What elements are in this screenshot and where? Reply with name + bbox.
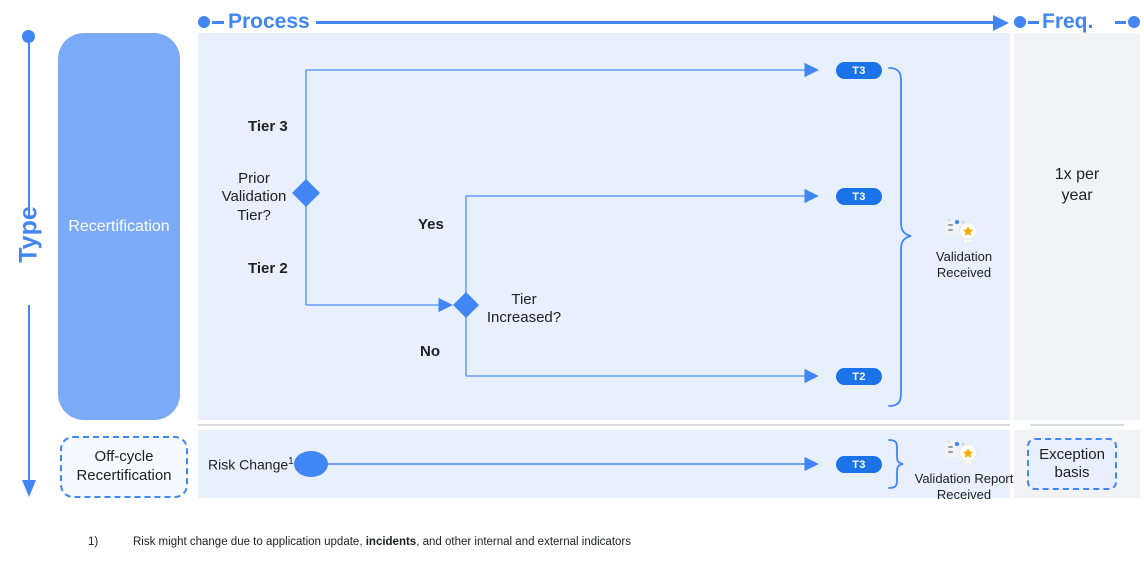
process-header-line: [316, 21, 996, 24]
freq-main-line1: 1x per: [1054, 166, 1100, 183]
footnote-text-after: , and other internal and external indica…: [416, 536, 632, 548]
decision-label-tier-increased: Tier Increased?: [476, 291, 572, 328]
branch-label-tier2: Tier 2: [248, 260, 288, 277]
outcome-validation-report-received: Validation Report Received: [894, 438, 1034, 504]
freq-header-label: Freq.: [1042, 10, 1094, 33]
tier-badge-t3-offcycle[interactable]: T3: [836, 456, 882, 473]
award-badge-icon: [945, 440, 977, 467]
risk-change-footnote-marker: 1: [288, 456, 294, 467]
decision-label-prior-validation-tier: Prior Validation Tier?: [214, 170, 294, 225]
branch-label-tier3: Tier 3: [248, 118, 288, 135]
outcome-off-line2: Received: [936, 487, 992, 503]
outcome-off-text: Validation Report Received: [894, 471, 1034, 504]
process-header-dash: [212, 21, 224, 24]
branch-label-yes: Yes: [418, 216, 444, 233]
type-recertification-pill[interactable]: Recertification: [58, 33, 180, 420]
freq-header-dot-right: [1128, 16, 1140, 28]
axis-line-lower: [28, 305, 30, 485]
axis-line-upper: [28, 42, 30, 217]
freq-axis-header: Freq.: [1014, 10, 1140, 34]
outcome-main-line2: Received: [936, 265, 992, 281]
prior-line2: Validation: [221, 188, 287, 206]
exception-line1: Exception: [1039, 445, 1105, 463]
offcycle-start-label: Risk Change1: [208, 456, 294, 473]
award-badge-icon: [945, 218, 977, 245]
recertification-process-panel: [198, 33, 1010, 420]
offcycle-process-panel: [198, 430, 1010, 498]
prior-line3: Tier?: [237, 206, 271, 224]
tier-badge-t3-middle[interactable]: T3: [836, 188, 882, 205]
axis-start-dot: [22, 30, 35, 43]
freq-exception-label: Exception basis: [1039, 446, 1105, 483]
freq-exception-box[interactable]: Exception basis: [1027, 438, 1117, 490]
process-panel-divider: [198, 424, 1010, 426]
footnote: 1) Risk might change due to application u…: [88, 536, 631, 548]
outcome-main-line1: Validation: [935, 249, 993, 264]
freq-recertification-value: 1x per year: [1014, 165, 1140, 207]
risk-change-text: Risk Change: [208, 456, 289, 473]
freq-panel-divider: [1030, 424, 1124, 426]
type-recertification-label: Recertification: [68, 217, 170, 235]
process-header-arrow-icon: [993, 15, 1009, 31]
tierinc-line1: Tier: [511, 291, 537, 308]
prior-line1: Prior: [238, 170, 270, 187]
freq-header-dash-left: [1028, 21, 1039, 24]
tierinc-line2: Increased?: [486, 309, 562, 327]
type-axis-label: Type: [14, 206, 43, 263]
branch-label-no: No: [420, 343, 440, 360]
footnote-marker: 1): [88, 536, 99, 548]
offcycle-label-line2: Recertification: [76, 467, 172, 484]
process-axis-header: Process: [198, 10, 1010, 34]
process-header-dot: [198, 16, 210, 28]
process-header-label: Process: [228, 10, 310, 33]
axis-arrow-icon: [22, 480, 36, 497]
freq-header-dot-left: [1014, 16, 1026, 28]
tier-badge-t2-bottom[interactable]: T2: [836, 368, 882, 385]
outcome-validation-received: Validation Received: [902, 216, 1026, 282]
freq-main-line2: year: [1061, 186, 1093, 204]
footnote-text-bold: incidents: [365, 536, 417, 548]
outcome-main-text: Validation Received: [902, 249, 1026, 282]
recertification-freq-panel: [1014, 33, 1140, 420]
offcycle-label-line1: Off-cycle: [94, 448, 154, 466]
tier-badge-t3-top[interactable]: T3: [836, 62, 882, 79]
type-axis: Type: [12, 30, 46, 500]
outcome-off-line1: Validation Report: [914, 471, 1014, 486]
footnote-text-before: Risk might change due to application upd…: [133, 536, 366, 548]
exception-line2: basis: [1054, 464, 1090, 481]
freq-header-dash-right: [1115, 21, 1126, 24]
